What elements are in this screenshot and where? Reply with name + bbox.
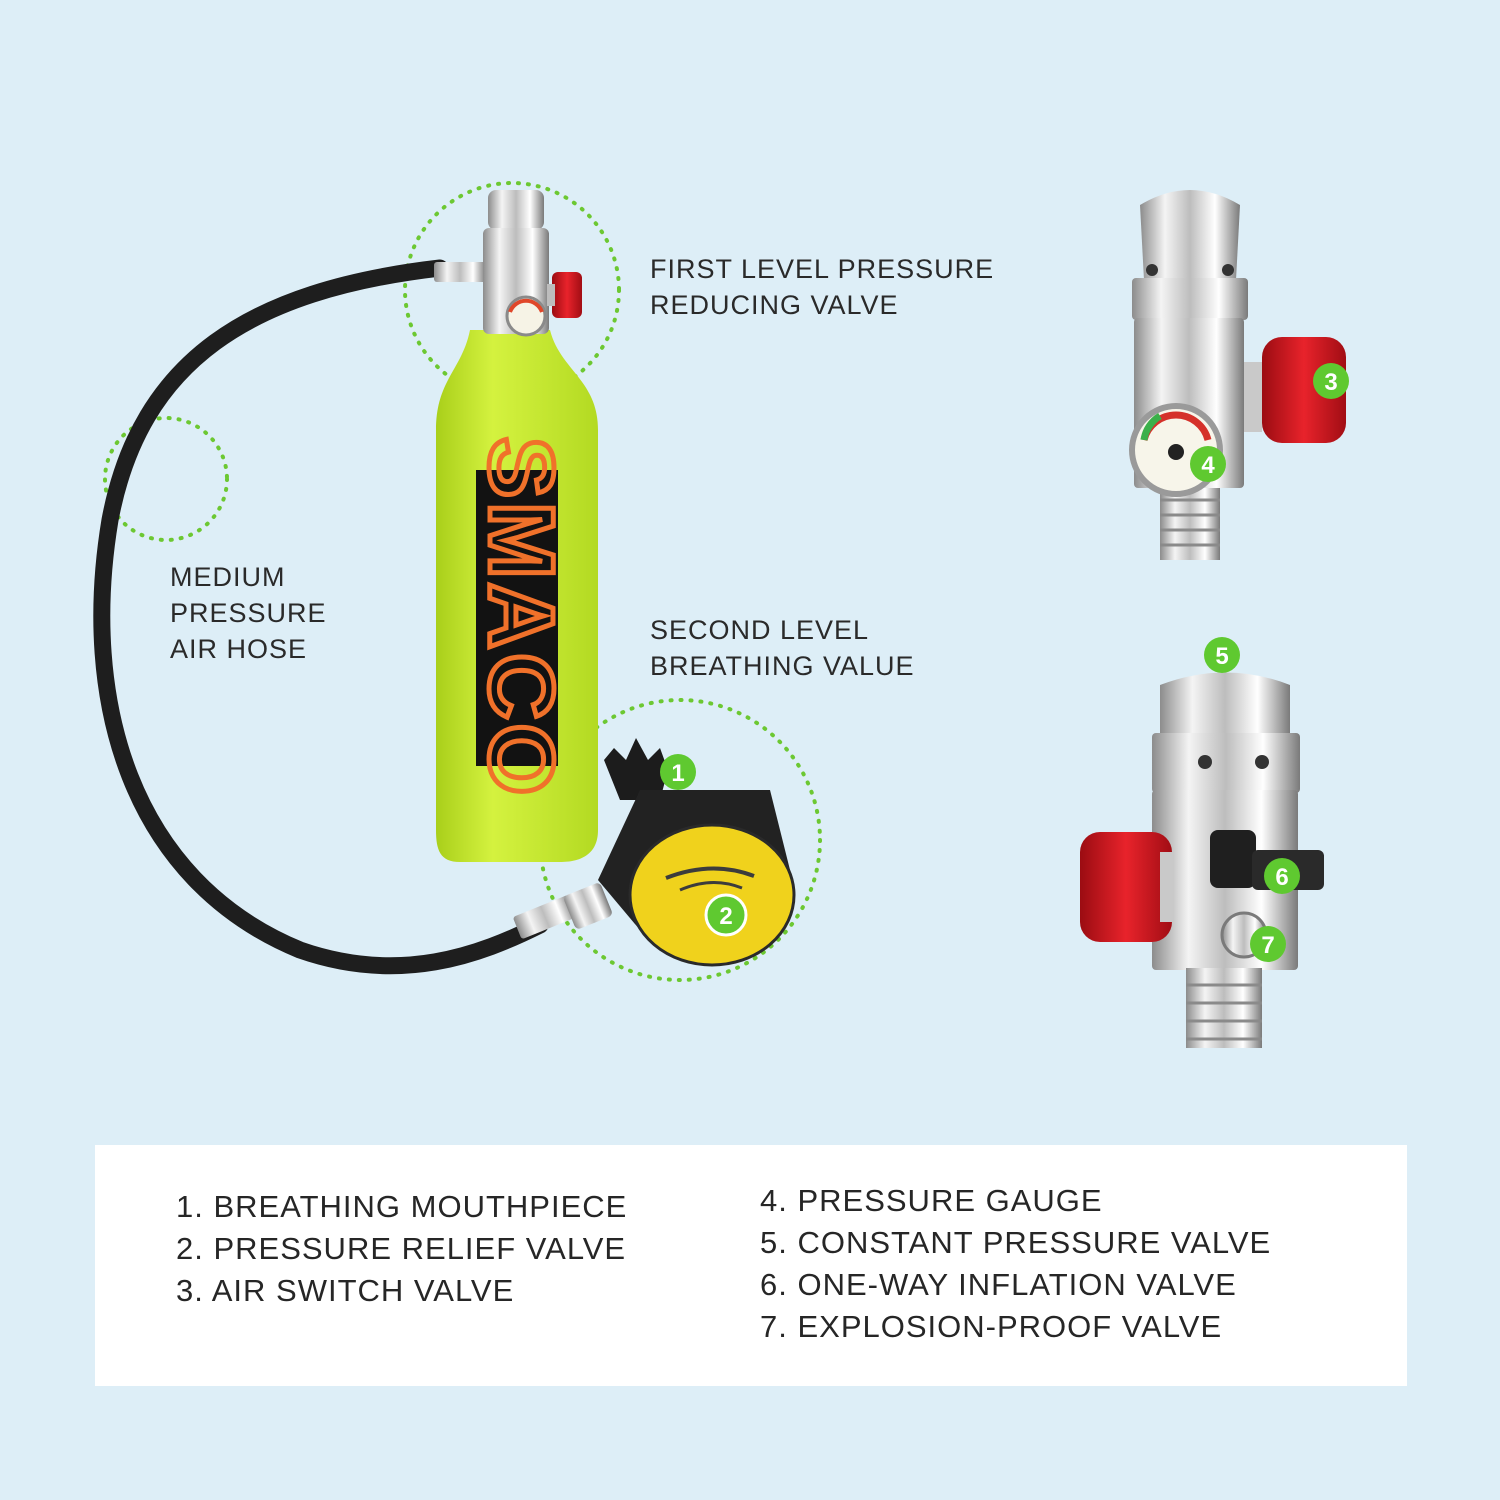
callout-first-stage-line1: FIRST LEVEL PRESSURE [650, 254, 995, 284]
callout-hose: MEDIUM PRESSURE AIR HOSE [170, 559, 327, 667]
svg-text:5: 5 [1215, 643, 1228, 670]
callout-second-stage: SECOND LEVEL BREATHING VALUE [650, 612, 915, 684]
legend-item-2: 2. PRESSURE RELIEF VALVE [176, 1231, 627, 1266]
legend-column-right: 4. PRESSURE GAUGE 5. CONSTANT PRESSURE V… [760, 1180, 1271, 1348]
brand-label [476, 470, 558, 766]
badge-6: 6 [1264, 858, 1300, 894]
svg-text:7: 7 [1261, 932, 1274, 959]
callout-second-stage-line1: SECOND LEVEL [650, 615, 870, 645]
legend-panel: 1. BREATHING MOUTHPIECE 2. PRESSURE RELI… [95, 1145, 1407, 1386]
callout-hose-line2: PRESSURE [170, 598, 327, 628]
small-pressure-gauge [505, 295, 547, 337]
callout-first-stage: FIRST LEVEL PRESSURE REDUCING VALVE [650, 251, 994, 323]
highlight-circle-first-stage [403, 181, 621, 399]
red-knob-top [1244, 337, 1346, 443]
first-stage-valve [483, 190, 582, 337]
callout-hose-line3: AIR HOSE [170, 634, 308, 664]
badge-2: 2 [704, 893, 748, 937]
legend-item-4: 4. PRESSURE GAUGE [760, 1183, 1103, 1218]
svg-text:3: 3 [1324, 369, 1337, 396]
callout-first-stage-line2: REDUCING VALVE [650, 290, 899, 320]
highlight-circle-hose [103, 416, 229, 542]
badge-5: 5 [1204, 637, 1240, 673]
callout-hose-line1: MEDIUM [170, 562, 286, 592]
badge-3: 3 [1313, 363, 1349, 399]
legend-item-5: 5. CONSTANT PRESSURE VALVE [760, 1225, 1272, 1260]
badge-4: 4 [1190, 446, 1226, 482]
svg-text:2: 2 [719, 903, 732, 930]
legend-item-6: 6. ONE-WAY INFLATION VALVE [760, 1267, 1237, 1302]
second-stage-regulator [564, 738, 796, 967]
valve-detail-bottom [1080, 672, 1324, 1048]
legend-item-7: 7. EXPLOSION-PROOF VALVE [760, 1309, 1223, 1344]
svg-text:1: 1 [671, 760, 684, 787]
legend-item-1: 1. BREATHING MOUTHPIECE [176, 1189, 628, 1224]
red-knob-bottom [1080, 832, 1174, 942]
regulator-purge-cover [628, 823, 796, 967]
legend-column-left: 1. BREATHING MOUTHPIECE 2. PRESSURE RELI… [176, 1186, 627, 1312]
air-hose [93, 259, 577, 975]
svg-text:6: 6 [1275, 864, 1288, 891]
red-knob-small [547, 272, 582, 318]
callout-second-stage-line2: BREATHING VALUE [650, 651, 915, 681]
badge-1: 1 [660, 754, 696, 790]
air-cylinder: SMACO [436, 330, 598, 862]
badge-7: 7 [1250, 926, 1286, 962]
valve-detail-top [1129, 190, 1346, 560]
legend-item-3: 3. AIR SWITCH VALVE [176, 1273, 515, 1308]
svg-text:4: 4 [1201, 452, 1215, 479]
cylinder-brand-text: SMACO [470, 437, 572, 799]
